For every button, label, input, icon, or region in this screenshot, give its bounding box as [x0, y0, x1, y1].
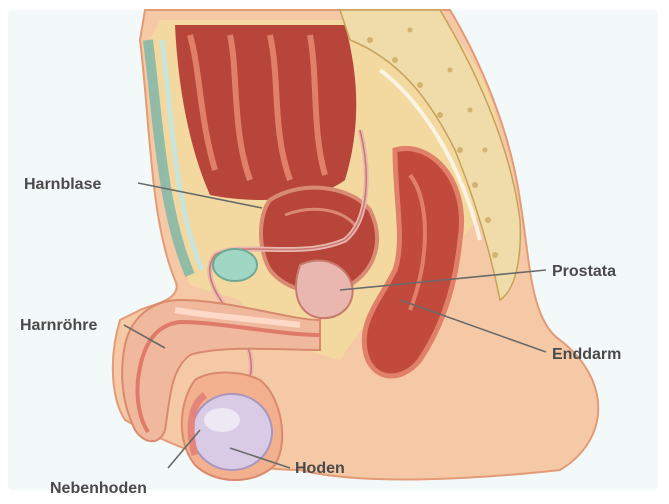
- label-nebenhoden: Nebenhoden: [50, 480, 147, 497]
- label-prostata: Prostata: [552, 263, 616, 280]
- label-harnroehre: Harnröhre: [20, 317, 97, 334]
- pubic-bone: [213, 249, 257, 281]
- label-hoden: Hoden: [295, 460, 345, 477]
- label-harnblase: Harnblase: [24, 176, 101, 193]
- label-enddarm: Enddarm: [552, 346, 621, 363]
